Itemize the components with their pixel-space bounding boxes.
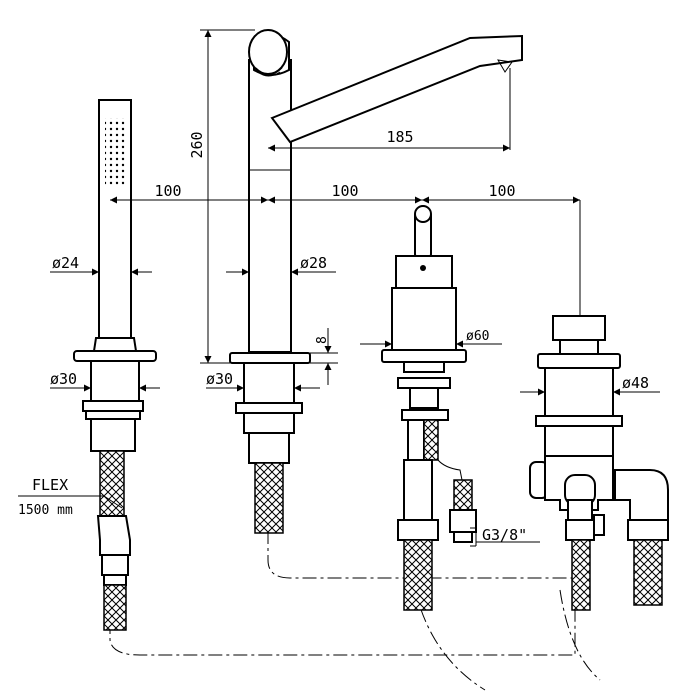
- hose-length-label: 1500 mm: [18, 503, 73, 518]
- dim-spacing-3: 100: [488, 182, 515, 200]
- spout-hose: [254, 462, 284, 534]
- spout: [229, 29, 523, 534]
- dim-connection-thread: G3/8": [482, 526, 527, 544]
- dim-spacing-2: 100: [331, 182, 358, 200]
- hose-routing-lines: [109, 530, 601, 691]
- dimension-lines: [18, 29, 660, 547]
- dim-spout-base-diameter: ø30: [206, 370, 233, 388]
- dim-diverter-diameter: ø48: [622, 374, 649, 392]
- diverter: [529, 315, 669, 611]
- diverter-hose-left: [571, 539, 591, 611]
- mixer: [381, 205, 477, 611]
- dim-spout-reach: 185: [386, 128, 413, 146]
- dim-mixer-diameter: ø60: [466, 329, 489, 344]
- dim-spout-diameter: ø28: [300, 254, 327, 272]
- dim-spacing-1: 100: [154, 182, 181, 200]
- mixer-hose: [403, 539, 433, 611]
- hose-type-label: FLEX: [32, 476, 68, 494]
- hand-shower: [73, 99, 157, 631]
- dimension-labels: 100 100 100 260 185 ø24 ø28 ø30 ø30 ø60 …: [18, 128, 649, 544]
- dim-hand-shower-base-diameter: ø30: [50, 370, 77, 388]
- diverter-hose-right: [633, 539, 663, 606]
- dim-hand-shower-diameter: ø24: [52, 254, 79, 272]
- dim-flange-height: 8: [315, 336, 330, 344]
- hand-shower-hose: [99, 450, 125, 522]
- shower-spray-holes: [105, 118, 125, 186]
- dim-spout-height: 260: [188, 131, 206, 158]
